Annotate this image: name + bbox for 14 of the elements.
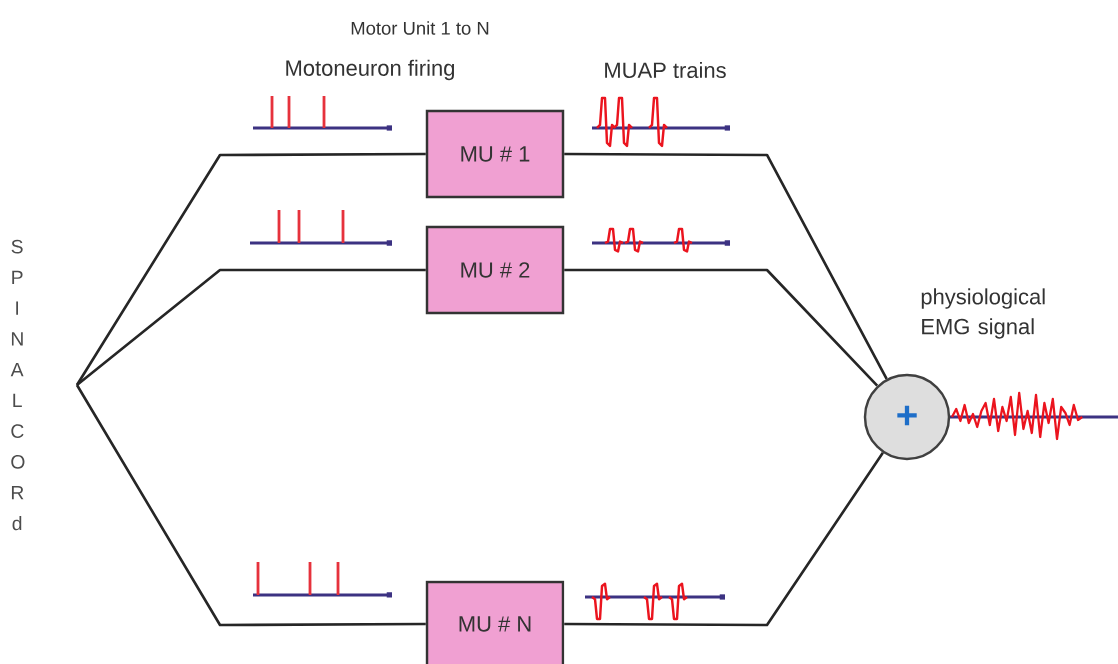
output-label: physiological EMG signal <box>921 288 1045 339</box>
connector-line <box>564 452 884 627</box>
connector-line <box>76 268 426 386</box>
column-label: Motoneuron firing <box>286 59 454 81</box>
motor-unit-box: MU # 2 <box>425 225 565 315</box>
spinal-cord-label: S P I N A L C O R d <box>10 239 25 531</box>
motor-unit-box: MU # 1 <box>425 109 565 199</box>
header-label: Motor Unit 1 to N <box>351 21 489 35</box>
connector-line <box>564 268 879 387</box>
connector-line <box>564 152 888 380</box>
column-label: MUAP trains <box>605 61 726 79</box>
connector-line <box>75 152 426 386</box>
motor-unit-box: MU # N <box>425 580 565 664</box>
connector-line <box>75 384 426 627</box>
